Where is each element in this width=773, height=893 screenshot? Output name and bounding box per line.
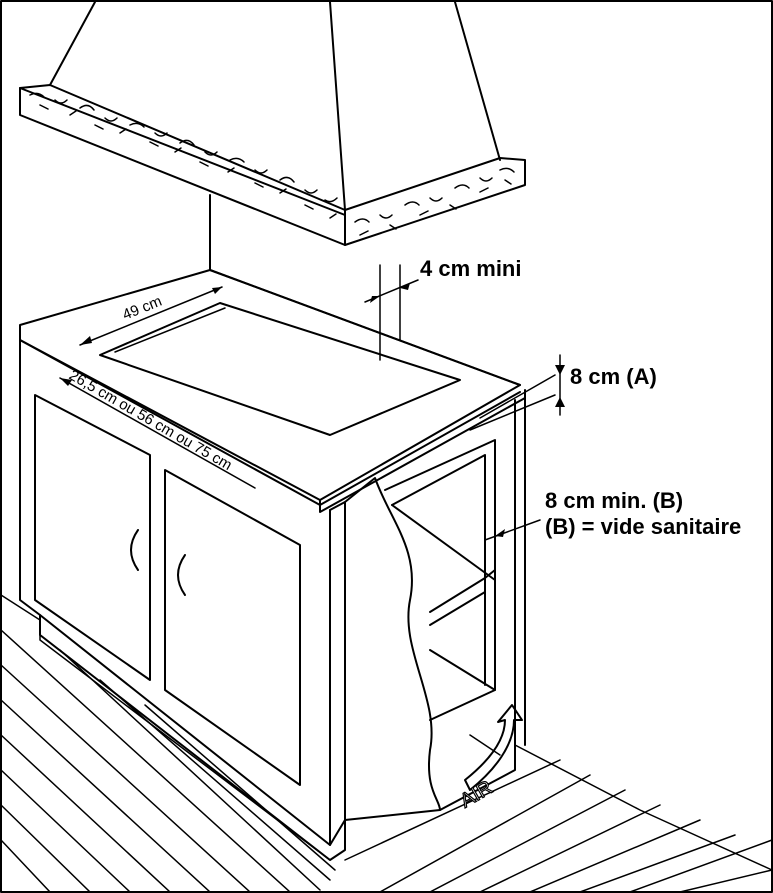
cabinet-side xyxy=(329,399,516,821)
top-clearance-label: 8 cm (A) xyxy=(570,364,657,389)
hood-texture xyxy=(29,92,515,236)
depth-dimension xyxy=(79,286,223,346)
side-clearance-label: 8 cm min. (B) xyxy=(545,488,683,513)
extractor-hood xyxy=(19,1,526,246)
top-clearance-dimension xyxy=(469,354,565,431)
hood-gap-dimension xyxy=(364,264,419,361)
worktop xyxy=(19,269,526,513)
cabinet-front xyxy=(19,339,346,861)
floor-left xyxy=(0,594,336,893)
air-label: AIR xyxy=(457,777,497,813)
side-clearance-dimension xyxy=(484,519,541,541)
floor-right xyxy=(344,744,773,893)
air-arrow-icon xyxy=(464,704,523,791)
side-clearance-note: (B) = vide sanitaire xyxy=(545,514,741,539)
hood-gap-label: 4 cm mini xyxy=(420,256,521,281)
width-dimension xyxy=(59,377,256,489)
